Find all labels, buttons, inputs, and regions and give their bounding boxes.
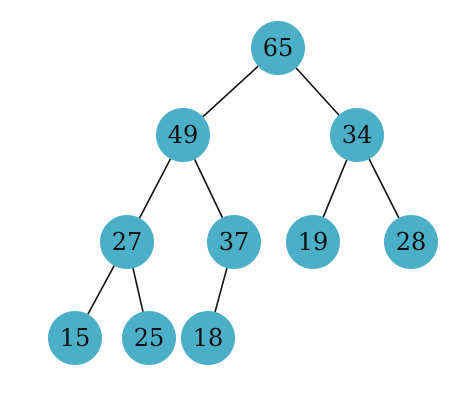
tree-node-34: 34 (330, 108, 384, 162)
edge-layer (87, 65, 400, 315)
tree-edge-27-15 (87, 265, 115, 315)
tree-node-circle (286, 215, 340, 269)
tree-node-label: 49 (168, 121, 199, 149)
tree-node-circle (181, 311, 235, 365)
tree-edge-65-49 (202, 65, 259, 118)
tree-node-15: 15 (48, 311, 102, 365)
tree-node-label: 65 (263, 34, 294, 62)
tree-node-label: 18 (193, 324, 224, 352)
tree-node-label: 19 (298, 228, 329, 256)
tree-node-label: 25 (134, 324, 165, 352)
tree-edge-34-19 (322, 159, 348, 218)
tree-node-circle (251, 21, 305, 75)
tree-node-label: 15 (60, 324, 91, 352)
tree-node-label: 37 (219, 228, 250, 256)
tree-node-circle (48, 311, 102, 365)
tree-edge-49-37 (193, 159, 224, 218)
tree-node-circle (207, 215, 261, 269)
tree-node-49: 49 (156, 108, 210, 162)
tree-node-label: 34 (342, 121, 373, 149)
tree-node-28: 28 (384, 215, 438, 269)
tree-node-circle (100, 215, 154, 269)
tree-edge-34-28 (368, 158, 400, 219)
tree-node-circle (156, 108, 210, 162)
tree-node-circle (330, 108, 384, 162)
tree-edge-37-18 (214, 267, 228, 313)
tree-edge-49-27 (138, 158, 172, 219)
tree-edge-65-34 (295, 67, 340, 116)
tree-node-27: 27 (100, 215, 154, 269)
tree-edge-27-25 (132, 268, 144, 312)
tree-node-circle (122, 311, 176, 365)
tree-node-19: 19 (286, 215, 340, 269)
tree-node-label: 28 (396, 228, 427, 256)
tree-node-18: 18 (181, 311, 235, 365)
tree-node-37: 37 (207, 215, 261, 269)
tree-node-circle (384, 215, 438, 269)
node-layer: 65 49 34 27 37 19 28 15 25 18 (48, 21, 438, 365)
tree-node-25: 25 (122, 311, 176, 365)
tree-node-label: 27 (112, 228, 143, 256)
tree-node-65: 65 (251, 21, 305, 75)
